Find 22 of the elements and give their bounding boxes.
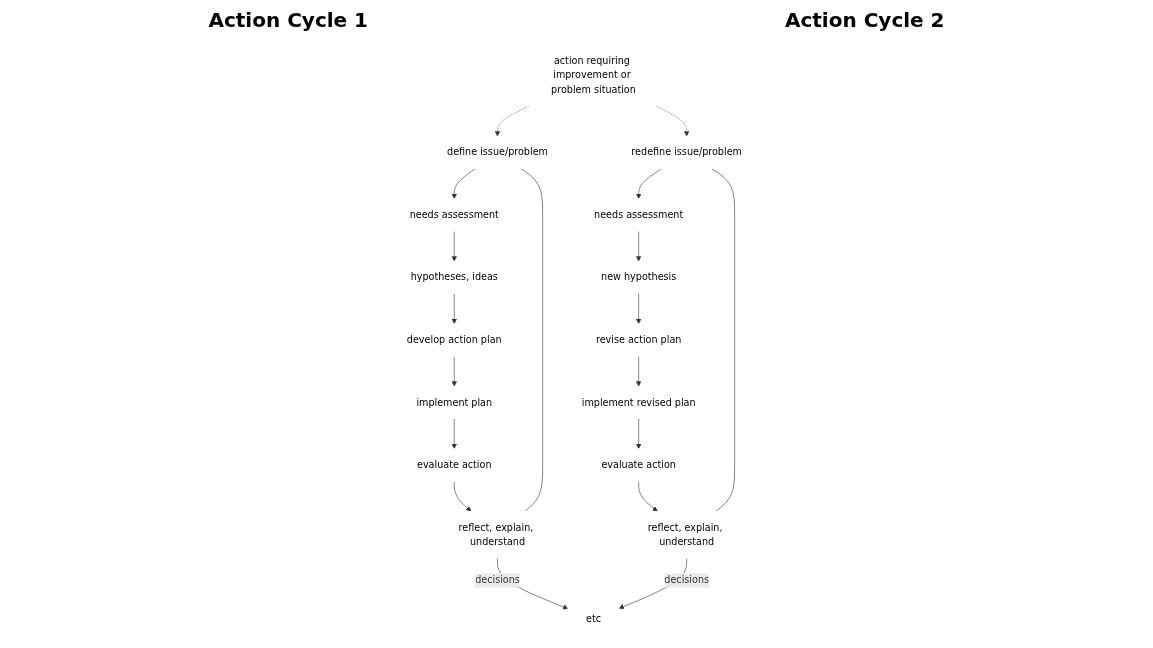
node-text: implement plan <box>416 396 492 408</box>
node-text: implement revised plan <box>581 396 696 408</box>
node-text: define issue/problem <box>446 146 548 158</box>
node-text: reflect, explain, understand <box>458 521 534 548</box>
node-text: redefine issue/problem <box>631 146 742 158</box>
node-text: develop action plan <box>406 333 502 346</box>
node-text: evaluate action <box>416 459 492 471</box>
node-text: needs assessment <box>409 208 499 221</box>
node-text: reflect, explain, understand <box>647 521 723 548</box>
node-text: new hypothesis <box>600 271 676 283</box>
node-text: evaluate action <box>601 459 676 471</box>
node-text: action requiring improvement or problem situation <box>550 55 636 96</box>
node-text: needs assessment <box>593 208 683 221</box>
node-text: hypotheses, ideas <box>410 271 498 283</box>
node-text: etc <box>585 612 601 625</box>
cycle-heading: Action Cycle 1 <box>208 8 369 32</box>
edge-label: decisions <box>474 574 520 586</box>
edge-label: decisions <box>664 574 709 586</box>
connector <box>520 168 543 512</box>
cycle-heading: Action Cycle 2 <box>784 8 945 32</box>
connector <box>710 168 735 512</box>
node-text: revise action plan <box>595 333 682 346</box>
